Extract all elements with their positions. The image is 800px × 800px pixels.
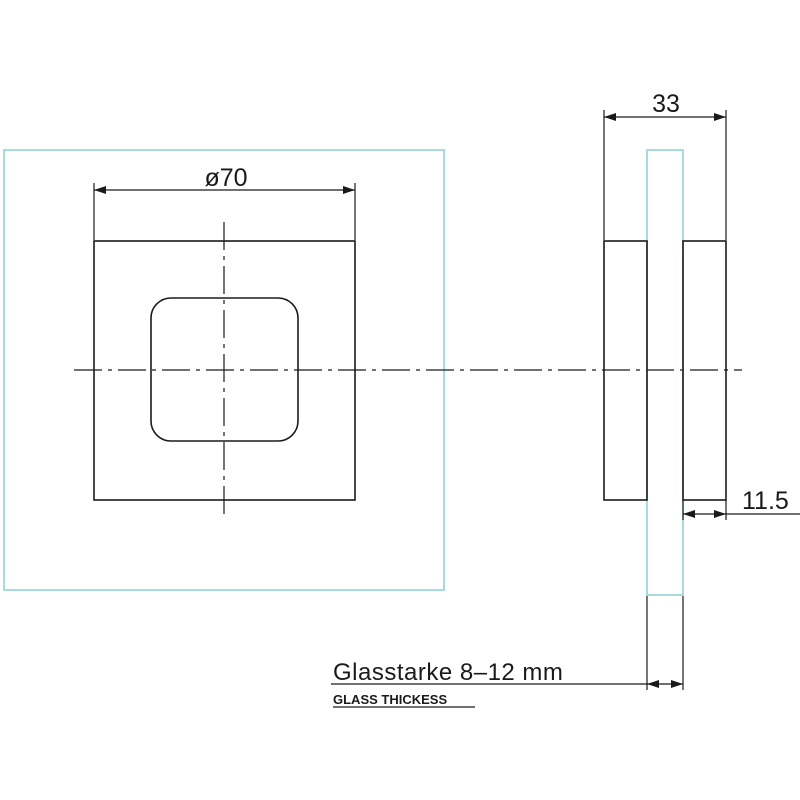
glass-thickness-note: Glasstarke 8–12 mm — [333, 659, 563, 686]
glass-thickness-dimension: Glasstarke 8–12 mm GLASS THICKESS — [331, 596, 684, 708]
diameter-label: ø70 — [204, 164, 247, 192]
side-view — [603, 149, 727, 596]
glass-panel-side — [646, 149, 684, 596]
left-plate — [603, 240, 648, 501]
plate-thickness-dimension: 11.5 — [682, 487, 800, 520]
depth-label: 33 — [652, 90, 680, 118]
glass-thickness-subnote: GLASS THICKESS — [333, 692, 447, 707]
depth-dimension: 33 — [603, 90, 727, 240]
diameter-dimension: ø70 — [93, 164, 356, 240]
plate-thickness-label: 11.5 — [742, 487, 789, 515]
right-plate — [682, 240, 727, 501]
